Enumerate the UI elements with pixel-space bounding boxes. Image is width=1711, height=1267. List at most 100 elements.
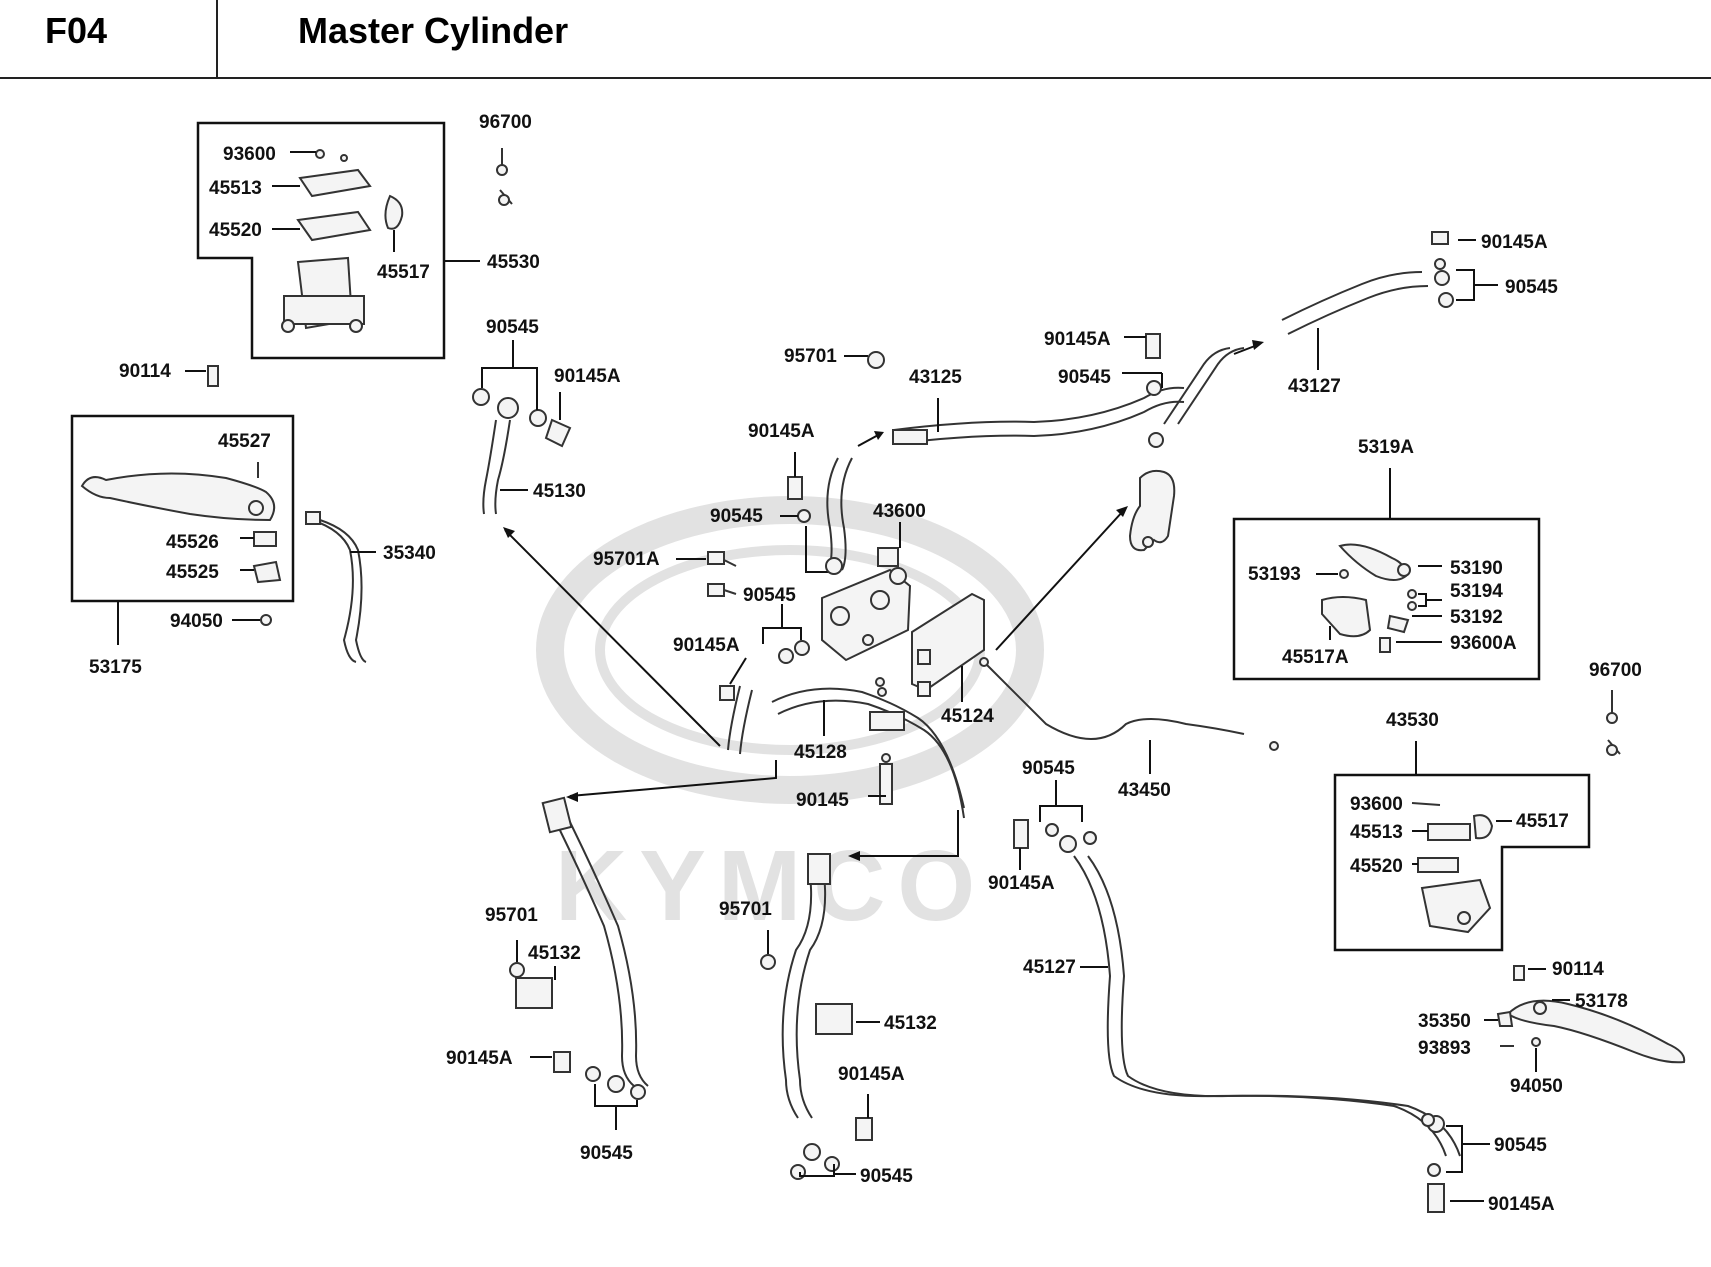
label-45517: 45517 xyxy=(377,262,430,283)
bracket-45124 xyxy=(911,592,985,697)
label-94050: 94050 xyxy=(170,611,223,632)
lever-53175 xyxy=(80,462,282,584)
label-90145A: 90145A xyxy=(554,366,621,387)
label-90545: 90545 xyxy=(580,1143,633,1164)
label-90545: 90545 xyxy=(710,506,763,527)
hose-upper-short xyxy=(825,457,853,575)
label-45128: 45128 xyxy=(794,742,847,763)
lever-53178 xyxy=(1496,965,1686,1064)
bolt-95701A xyxy=(676,551,737,597)
caliper-parts-5319A xyxy=(1321,543,1417,653)
fitting-90145A-top xyxy=(1145,333,1164,448)
label-90145A: 90145A xyxy=(838,1064,905,1085)
label-53190: 53190 xyxy=(1450,558,1503,579)
bolt-90145A-mid xyxy=(787,476,811,523)
reservoir-assembly-45530 xyxy=(281,149,404,333)
label-90145A: 90145A xyxy=(446,1048,513,1069)
label-90145A: 90145A xyxy=(1488,1194,1555,1215)
hose-43125 xyxy=(892,386,1185,445)
label-90145A: 90145A xyxy=(1044,329,1111,350)
screw-94050-left xyxy=(232,614,272,626)
bolt-95701-top xyxy=(844,351,885,369)
label-35350: 35350 xyxy=(1418,1011,1471,1032)
bolt-96700-top xyxy=(496,148,513,206)
master-cylinder-43600 xyxy=(821,547,912,697)
label-45525: 45525 xyxy=(166,562,219,583)
label-45526: 45526 xyxy=(166,532,219,553)
box-43530 xyxy=(1333,773,1591,952)
box-53175 xyxy=(70,414,295,603)
switch-35340 xyxy=(305,511,367,663)
label-43125: 43125 xyxy=(909,367,962,388)
label-45517: 45517 xyxy=(1516,811,1569,832)
label-93600: 93600 xyxy=(1350,794,1403,815)
label-43127: 43127 xyxy=(1288,376,1341,397)
label-90545: 90545 xyxy=(743,585,796,606)
label-43530: 43530 xyxy=(1386,710,1439,731)
cable-43450 xyxy=(979,657,1279,751)
bracket-90545-a xyxy=(481,367,538,410)
header-bar: F04 Master Cylinder xyxy=(0,0,1711,79)
label-96700: 96700 xyxy=(1589,660,1642,681)
fitting-90545-c xyxy=(719,604,810,701)
label-45132: 45132 xyxy=(884,1013,937,1034)
hose-segment-top-right xyxy=(1163,347,1245,425)
label-90545: 90545 xyxy=(1505,277,1558,298)
label-90114: 90114 xyxy=(1552,959,1604,980)
label-94050: 94050 xyxy=(1510,1076,1563,1097)
label-43450: 43450 xyxy=(1118,780,1171,801)
hose-45128 xyxy=(727,685,965,819)
bolt-90114-left xyxy=(185,365,219,387)
label-95701: 95701 xyxy=(784,346,837,367)
label-93600A: 93600A xyxy=(1450,633,1517,654)
hose-lower-center xyxy=(760,853,873,1180)
label-93600: 93600 xyxy=(223,144,276,165)
label-53192: 53192 xyxy=(1450,607,1503,628)
label-45513: 45513 xyxy=(209,178,262,199)
label-45513: 45513 xyxy=(1350,822,1403,843)
label-35340: 35340 xyxy=(383,543,436,564)
label-90145A: 90145A xyxy=(748,421,815,442)
watermark-text: KYMCO xyxy=(555,830,987,942)
label-96700: 96700 xyxy=(479,112,532,133)
label-45527: 45527 xyxy=(218,431,271,452)
label-95701A: 95701A xyxy=(593,549,660,570)
label-90145: 90145 xyxy=(796,790,849,811)
hose-lower-left xyxy=(509,796,649,1100)
section-code-cell: F04 xyxy=(0,0,218,77)
label-90545: 90545 xyxy=(486,317,539,338)
label-45130: 45130 xyxy=(533,481,586,502)
label-53175: 53175 xyxy=(89,657,142,678)
caliper-bracket xyxy=(1128,469,1176,552)
label-90545: 90545 xyxy=(860,1166,913,1187)
box-45530 xyxy=(196,121,446,360)
label-45127: 45127 xyxy=(1023,957,1076,978)
label-93893: 93893 xyxy=(1418,1038,1471,1059)
label-45517A: 45517A xyxy=(1282,647,1349,668)
reservoir-assembly-43530 xyxy=(1411,802,1494,934)
box-5319A xyxy=(1232,517,1541,681)
label-43600: 43600 xyxy=(873,501,926,522)
label-45520: 45520 xyxy=(1350,856,1403,877)
hose-45130 xyxy=(472,388,572,515)
label-90145A: 90145A xyxy=(673,635,740,656)
label-90545: 90545 xyxy=(1494,1135,1547,1156)
label-53193: 53193 xyxy=(1248,564,1301,585)
label-90545: 90545 xyxy=(1058,367,1111,388)
label-5319A: 5319A xyxy=(1358,437,1414,458)
bolt-96700-right xyxy=(1606,690,1621,756)
label-90545: 90545 xyxy=(1022,758,1075,779)
page-title: Master Cylinder xyxy=(298,10,569,51)
label-53178: 53178 xyxy=(1575,991,1628,1012)
label-95701: 95701 xyxy=(719,899,772,920)
label-90145A: 90145A xyxy=(1481,232,1548,253)
hose-43127 xyxy=(1281,231,1454,335)
label-90145A: 90145A xyxy=(988,873,1055,894)
label-53194: 53194 xyxy=(1450,581,1503,602)
label-45530: 45530 xyxy=(487,252,540,273)
label-45520: 45520 xyxy=(209,220,262,241)
label-45132: 45132 xyxy=(528,943,581,964)
hose-45127 xyxy=(1013,819,1461,1213)
label-45124: 45124 xyxy=(941,706,994,727)
